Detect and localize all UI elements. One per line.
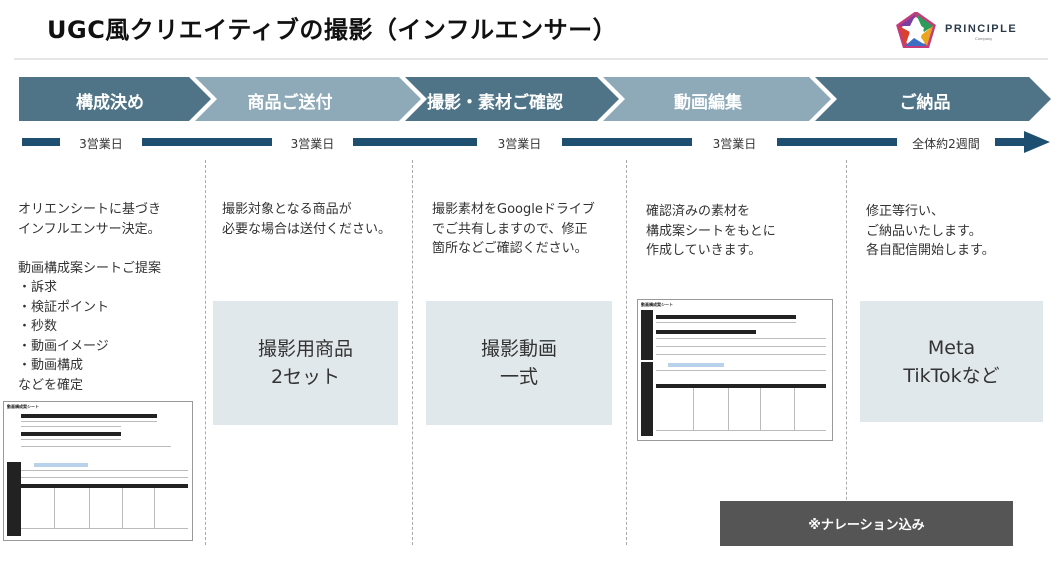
- column-divider: [205, 160, 206, 545]
- timeline-segment: [142, 138, 272, 146]
- column-divider: [846, 160, 847, 545]
- timeline-segment: [995, 138, 1025, 146]
- narration-note: ※ナレーション込み: [720, 501, 1013, 546]
- step-chevron-4: [603, 77, 831, 121]
- column-4-description: 確認済みの素材を 構成案シートをもとに 作成していきます。: [646, 204, 776, 258]
- deliverable-box-products: 撮影用商品 2セット: [213, 301, 398, 425]
- duration-label-2: 3営業日: [290, 137, 335, 151]
- timeline-segment: [777, 138, 897, 146]
- timeline-segment: [562, 138, 692, 146]
- logo-text: PRINCIPLE: [945, 23, 1018, 35]
- title-underline: [14, 58, 1048, 60]
- column-5-description: 修正等行い、 ご納品いたします。 各自配信開始します。: [866, 204, 995, 258]
- deliverable-box-platforms: Meta TikTokなど: [860, 301, 1043, 422]
- company-logo: [896, 10, 1046, 49]
- timeline-segment: [353, 138, 477, 146]
- duration-label-1: 3営業日: [79, 137, 123, 151]
- column-3-description: 撮影素材をGoogleドライブ でご共有しますので、修正 箇所などご確認ください…: [432, 202, 595, 256]
- column-2-description: 撮影対象となる商品が 必要な場合は送付ください。: [222, 202, 392, 237]
- step-chevron-3: [405, 77, 619, 121]
- step-label-4: 動画編集: [674, 93, 742, 113]
- page-title: UGC風クリエイティブの撮影（インフルエンサー）: [47, 16, 618, 44]
- step-label-2: 商品ご送付: [247, 93, 333, 113]
- logo-subtext: Company: [975, 36, 993, 41]
- step-chevron-5: [815, 77, 1051, 121]
- deliverable-box-footage: 撮影動画 一式: [426, 301, 612, 425]
- storyboard-sheet-thumbnail: 動画構成案シート: [637, 299, 833, 441]
- step-label-3: 撮影・素材ご確認: [427, 93, 563, 113]
- duration-label-3: 3営業日: [497, 137, 542, 151]
- duration-label-5: 全体約2週間: [912, 137, 980, 151]
- column-divider: [626, 160, 627, 545]
- step-label-5: ご納品: [899, 93, 951, 113]
- duration-label-4: 3営業日: [712, 137, 757, 151]
- timeline-segment: [22, 138, 60, 146]
- step-chevron-2: [195, 77, 421, 121]
- sheet-title: 動画構成案シート: [7, 404, 39, 409]
- storyboard-sheet-thumbnail: 動画構成案シート: [3, 401, 193, 541]
- step-label-1: 構成決め: [76, 93, 144, 113]
- timeline-arrow-icon: [1024, 131, 1050, 153]
- sheet-title: 動画構成案シート: [641, 302, 673, 307]
- step-chevron-1: [19, 77, 211, 121]
- process-steps: [19, 77, 1051, 121]
- column-1-description: オリエンシートに基づき インフルエンサー決定。 動画構成案シートご提案 ・訴求 …: [18, 202, 162, 393]
- pentagon-logo-icon: [896, 10, 936, 49]
- column-divider: [412, 160, 413, 545]
